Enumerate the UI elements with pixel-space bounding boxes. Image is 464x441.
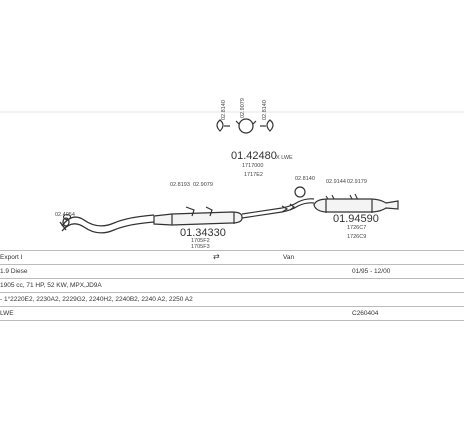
info-row-engine: 1.9 Diese 01/95 - 12/00 <box>0 264 464 278</box>
top-clamp-label-left: 02.8140 <box>221 100 227 120</box>
top-clamp-left <box>216 119 230 132</box>
info-row-oem: - 1°2220E2, 2230A2, 2229G2, 2240H2, 2240… <box>0 292 464 306</box>
vehicle-arrows-icon: ⇄ <box>213 252 220 261</box>
exhaust-diagram <box>0 111 464 234</box>
make-text: Export I <box>0 254 23 261</box>
model-text: Van <box>283 254 295 261</box>
front-clamp-label: 02.4054 <box>55 212 75 218</box>
rear-ref-1: 1726C7 <box>347 225 367 231</box>
vehicle-info-table: Export I ⇄ Van 1.9 Diese 01/95 - 12/00 1… <box>0 250 464 321</box>
engine-text: 1.9 Diese <box>0 268 28 275</box>
info-row-wheelbase: LWE C260404 <box>0 306 464 321</box>
middle-clamp-label-1: 02.8193 <box>170 182 190 188</box>
rear-clamp-label-3: 02.9179 <box>347 179 367 185</box>
rear-part-number: 01.94590 <box>333 213 379 225</box>
rear-clamp-left <box>294 186 306 198</box>
top-ref-2: 1717E2 <box>244 172 263 178</box>
top-clamp-label-right: 02.8140 <box>262 100 268 120</box>
top-part-suffix: X LWE <box>276 155 293 161</box>
oem-text: - 1°2220E2, 2230A2, 2229G2, 2240H2, 2240… <box>0 296 193 303</box>
wheelbase-text: LWE <box>0 310 14 317</box>
middle-silencer <box>153 206 243 226</box>
code-text: C260404 <box>352 310 379 317</box>
top-clamp-label-center: 02.9079 <box>240 98 246 118</box>
info-row-make: Export I ⇄ Van <box>0 250 464 264</box>
middle-ref-2: 1705F3 <box>191 244 210 250</box>
rear-clamp-label-1: 02.8140 <box>295 176 315 182</box>
middle-ref-1: 1705F2 <box>191 238 210 244</box>
rear-clamp-label-2: 02.9144 <box>326 179 346 185</box>
rear-silencer <box>313 198 399 213</box>
front-pipe <box>59 214 155 234</box>
front-flange-clamp <box>62 213 72 221</box>
rear-ref-2: 1726C9 <box>347 234 367 240</box>
top-ref-1: 1717000 <box>242 163 264 169</box>
middle-part-number: 01.34330 <box>180 227 226 239</box>
info-row-spec: 1905 cc, 71 HP, 52 KW, MPX,JD9A <box>0 278 464 292</box>
spec-text: 1905 cc, 71 HP, 52 KW, MPX,JD9A <box>0 282 102 289</box>
middle-clamp-label-2: 02.9079 <box>193 182 213 188</box>
top-clamp-right <box>260 119 274 132</box>
top-clamp-center <box>235 118 257 134</box>
top-part-number: 01.42480 <box>231 150 277 162</box>
date-range-text: 01/95 - 12/00 <box>352 268 391 275</box>
connecting-pipe <box>241 198 315 219</box>
